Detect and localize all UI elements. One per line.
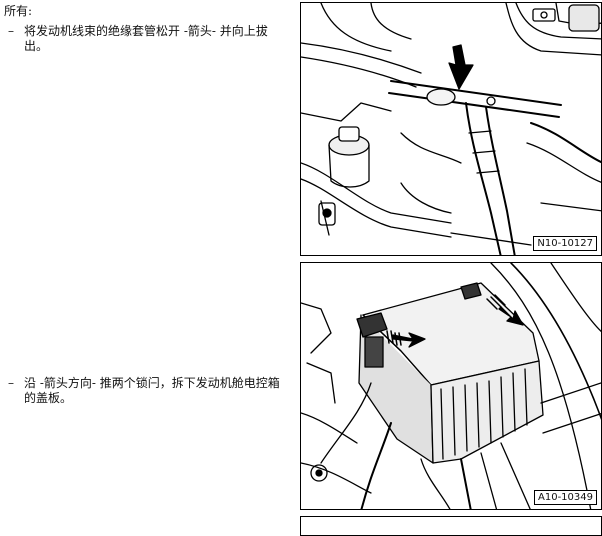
figure-partial: [300, 516, 602, 536]
illustration-ebox: [301, 263, 601, 509]
figure-label: A10-10349: [534, 490, 597, 505]
figure-ebox-cover: A10-10349: [300, 262, 602, 510]
step-text: 将发动机线束的绝缘套管松开 -箭头- 并向上拔出。: [24, 24, 268, 53]
step-text: 沿 -箭头方向- 推两个锁闩，拆下发动机舱电控箱的盖板。: [24, 376, 280, 405]
section-heading: 所有:: [4, 4, 33, 18]
step-bullet: –: [8, 24, 14, 38]
figure-label: N10-10127: [533, 236, 597, 251]
step-bullet: –: [8, 376, 14, 390]
illustration-harness: [301, 3, 601, 255]
figure-harness-sleeve: N10-10127: [300, 2, 602, 256]
